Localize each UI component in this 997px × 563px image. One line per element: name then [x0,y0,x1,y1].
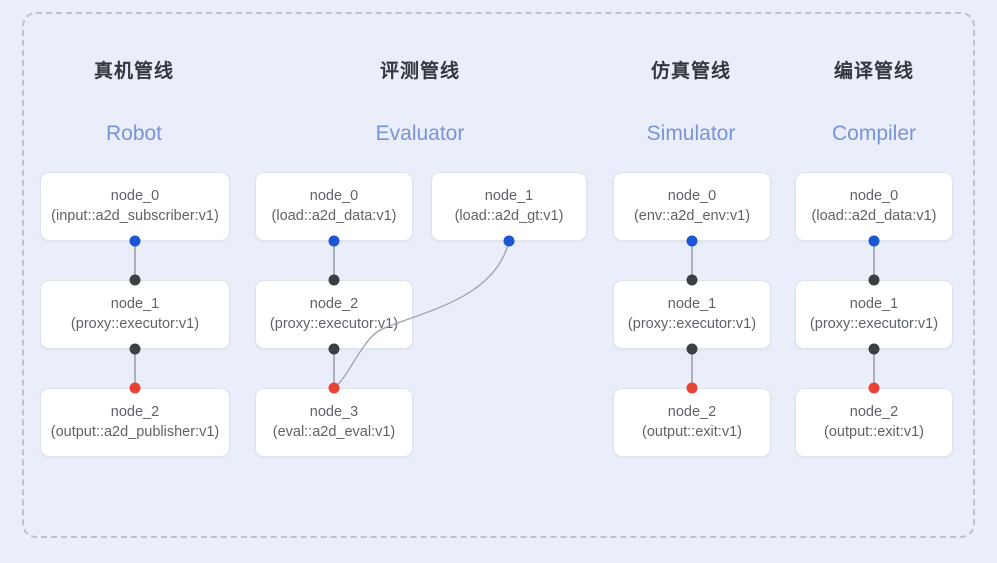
port-output-simulator-node_0[interactable] [686,235,698,247]
port-input-evaluator-node_3[interactable] [328,382,340,394]
port-output-compiler-node_0[interactable] [868,235,880,247]
node-spec: (proxy::executor:v1) [269,316,399,332]
node-name: node_3 [309,404,359,420]
port-output-evaluator-node_0[interactable] [328,235,340,247]
node-name: node_2 [309,296,359,312]
node-name: node_0 [667,188,717,204]
node-name: node_1 [110,296,160,312]
node-name: node_1 [849,296,899,312]
node-spec: (output::exit:v1) [642,424,742,440]
node-compiler-node_2[interactable]: node_2 (output::exit:v1) [795,388,953,457]
node-spec: (output::a2d_publisher:v1) [50,424,220,440]
node-evaluator-node_2[interactable]: node_2 (proxy::executor:v1) [255,280,413,349]
port-input-compiler-node_1[interactable] [868,274,880,286]
node-compiler-node_1[interactable]: node_1 (proxy::executor:v1) [795,280,953,349]
node-spec: (load::a2d_data:v1) [811,208,937,224]
port-input-robot-node_1[interactable] [129,274,141,286]
node-robot-node_0[interactable]: node_0 (input::a2d_subscriber:v1) [40,172,230,241]
node-simulator-node_0[interactable]: node_0 (env::a2d_env:v1) [613,172,771,241]
node-name: node_2 [849,404,899,420]
port-input-robot-node_2[interactable] [129,382,141,394]
node-name: node_0 [110,188,160,204]
port-output-evaluator-node_2[interactable] [328,343,340,355]
node-name: node_1 [484,188,534,204]
node-spec: (input::a2d_subscriber:v1) [51,208,219,224]
node-spec: (eval::a2d_eval:v1) [272,424,396,440]
node-simulator-node_2[interactable]: node_2 (output::exit:v1) [613,388,771,457]
node-evaluator-node_3[interactable]: node_3 (eval::a2d_eval:v1) [255,388,413,457]
port-input-compiler-node_2[interactable] [868,382,880,394]
port-input-evaluator-node_2[interactable] [328,274,340,286]
node-spec: (load::a2d_gt:v1) [454,208,564,224]
node-name: node_2 [110,404,160,420]
node-spec: (proxy::executor:v1) [627,316,757,332]
node-robot-node_1[interactable]: node_1 (proxy::executor:v1) [40,280,230,349]
port-input-simulator-node_1[interactable] [686,274,698,286]
node-evaluator-node_0[interactable]: node_0 (load::a2d_data:v1) [255,172,413,241]
node-spec: (output::exit:v1) [824,424,924,440]
port-output-robot-node_1[interactable] [129,343,141,355]
node-spec: (proxy::executor:v1) [809,316,939,332]
port-input-simulator-node_2[interactable] [686,382,698,394]
node-spec: (env::a2d_env:v1) [633,208,751,224]
node-spec: (load::a2d_data:v1) [271,208,397,224]
node-simulator-node_1[interactable]: node_1 (proxy::executor:v1) [613,280,771,349]
node-robot-node_2[interactable]: node_2 (output::a2d_publisher:v1) [40,388,230,457]
port-output-simulator-node_1[interactable] [686,343,698,355]
node-evaluator-node_1[interactable]: node_1 (load::a2d_gt:v1) [431,172,587,241]
node-spec: (proxy::executor:v1) [70,316,200,332]
pipeline-group-frame [22,12,975,538]
node-compiler-node_0[interactable]: node_0 (load::a2d_data:v1) [795,172,953,241]
node-name: node_2 [667,404,717,420]
port-output-robot-node_0[interactable] [129,235,141,247]
port-output-evaluator-node_1[interactable] [503,235,515,247]
node-name: node_1 [667,296,717,312]
port-output-compiler-node_1[interactable] [868,343,880,355]
node-name: node_0 [849,188,899,204]
node-name: node_0 [309,188,359,204]
